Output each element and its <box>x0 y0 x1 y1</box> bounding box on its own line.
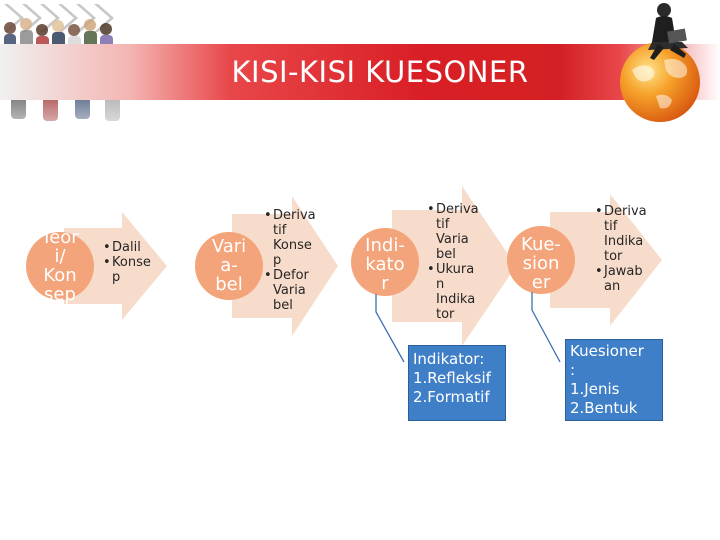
callout-indikator: Indikator: 1.Refleksif 2.Formatif <box>408 345 506 421</box>
bullet-item: Deriva tif Konse p <box>264 208 316 268</box>
bullet-list-teori: Dalil Konse p <box>102 240 162 285</box>
bullet-item: Defor Varia bel <box>264 268 315 313</box>
process-name-kuesioner: Kue- sion er <box>521 234 561 293</box>
header-bar <box>0 44 720 100</box>
bullet-list-variabel: Deriva tif Konse p Defor Varia bel <box>263 208 316 313</box>
process-name-indikator: Indi- kato r <box>365 235 405 294</box>
callout-kuesioner: Kuesioner : 1.Jenis 2.Bentuk <box>565 339 663 421</box>
bullet-item: Konse p <box>103 255 162 285</box>
name-circle-indikator <box>351 228 419 296</box>
bullet-list-indikator: Deriva tif Varia bel Ukura n Indika tor <box>426 202 479 322</box>
name-circle-variabel <box>195 232 263 300</box>
connector-kuesioner <box>531 292 561 363</box>
name-circle-kuesioner <box>507 226 575 294</box>
bullet-item: Deriva tif Varia bel <box>427 202 479 262</box>
process-name-teori: Teor i/ Kon sep <box>41 227 79 305</box>
name-circle-teori <box>26 232 94 300</box>
process-name-variabel: Vari a- bel <box>211 236 247 295</box>
globe-with-person-image <box>620 3 700 122</box>
bullet-item: Deriva tif Indika tor <box>595 204 647 264</box>
bullet-item: Jawab an <box>595 264 646 294</box>
bullet-list-kuesioner: Deriva tif Indika tor Jawab an <box>594 204 647 294</box>
bullet-item: Ukura n Indika tor <box>427 262 478 322</box>
page-title: KISI-KISI KUESONER <box>231 55 529 89</box>
connector-indikator <box>375 294 405 363</box>
bullet-item: Dalil <box>103 240 162 255</box>
